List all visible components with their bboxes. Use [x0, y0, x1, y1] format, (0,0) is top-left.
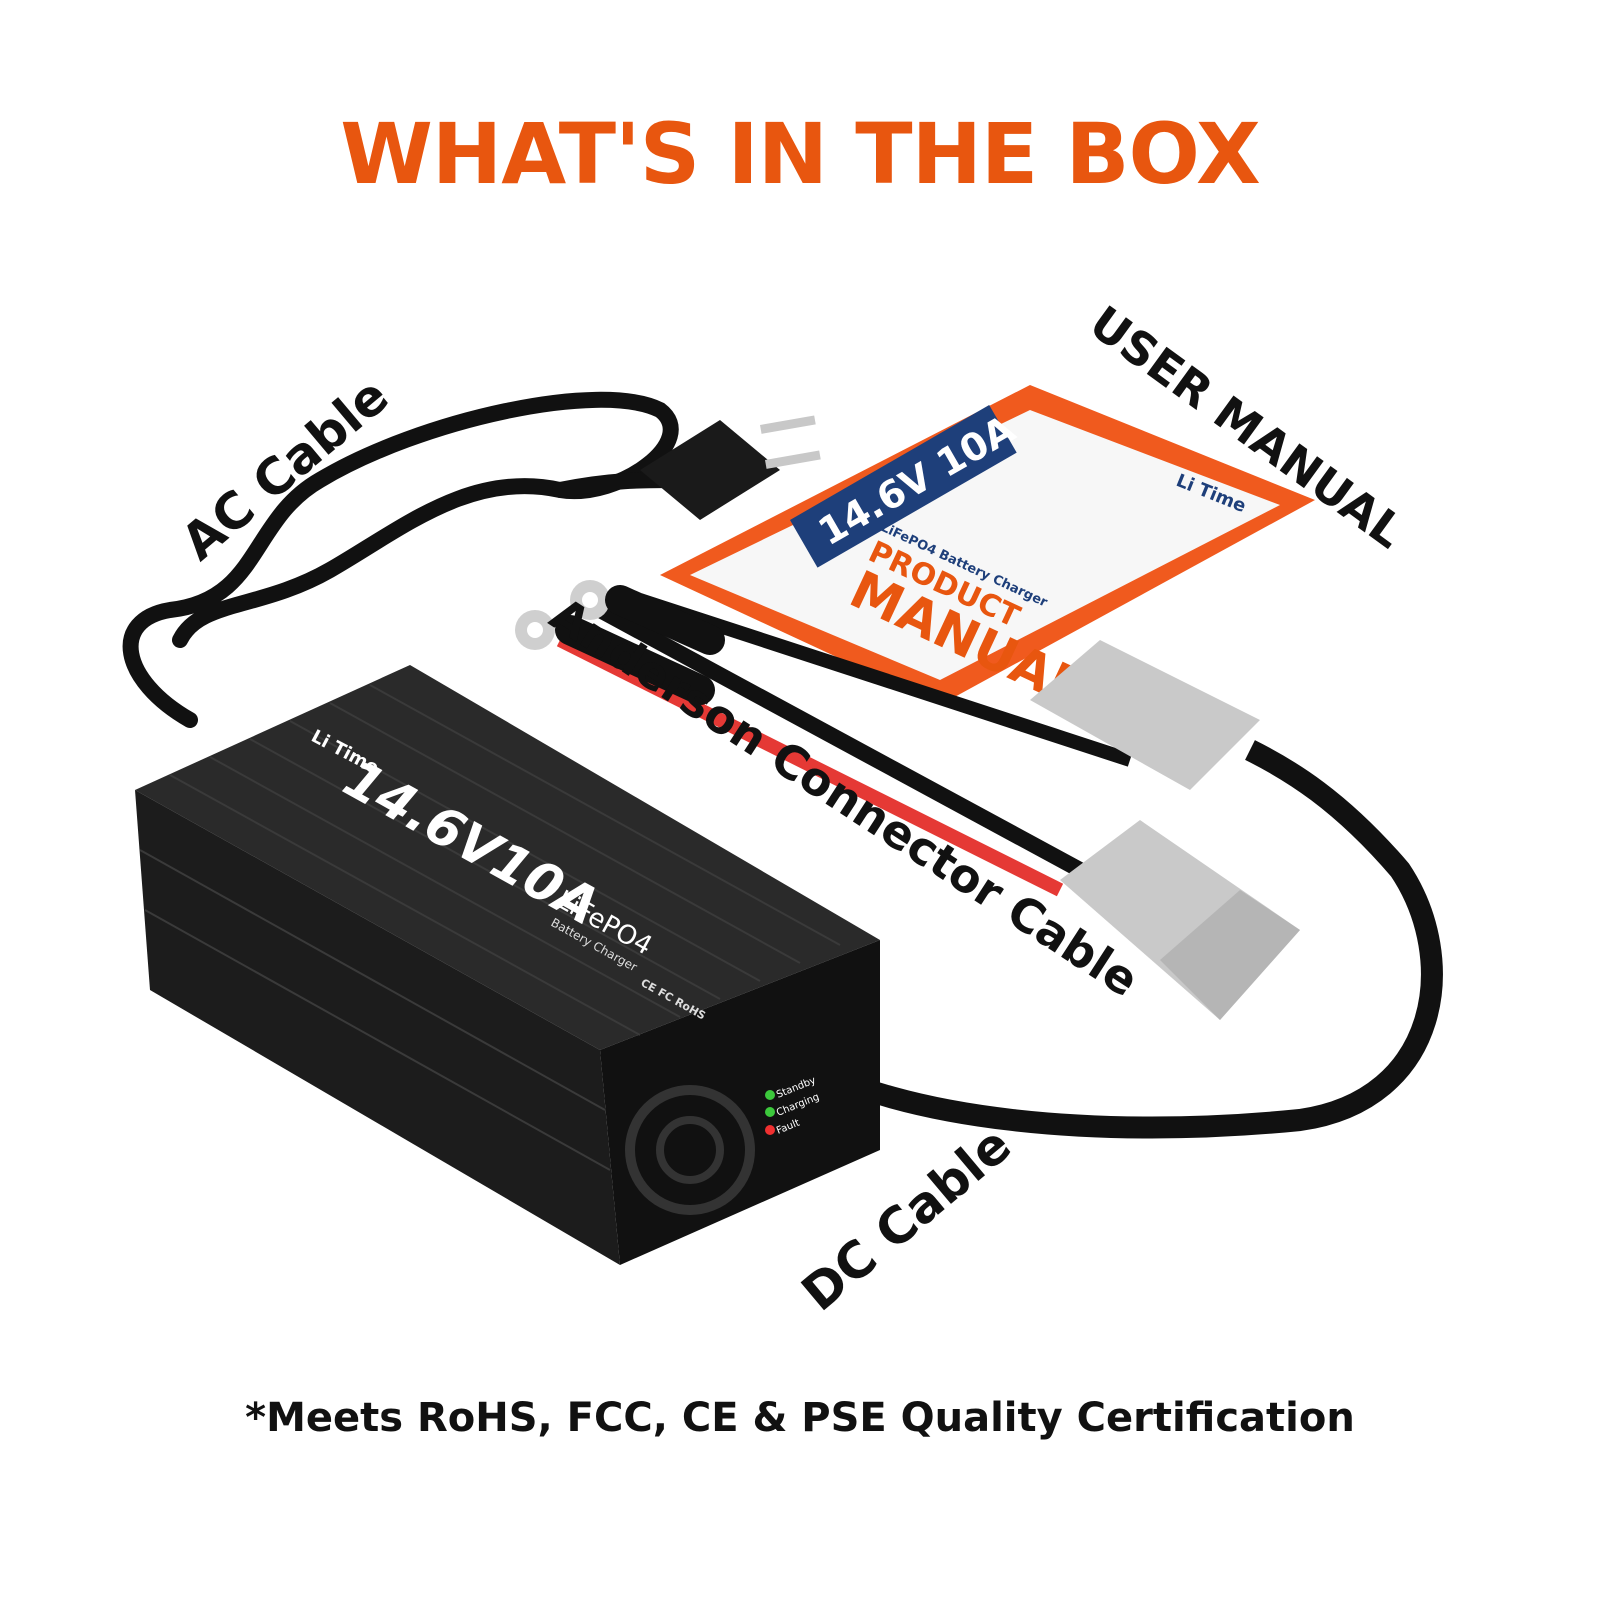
led-charging-icon [765, 1107, 775, 1117]
led-standby-icon [765, 1090, 775, 1100]
anderson-connector-icon [1030, 640, 1300, 1020]
dc-cable [794, 740, 1443, 1139]
page-title: WHAT'S IN THE BOX [340, 105, 1260, 203]
manual-spec-banner [790, 405, 1017, 568]
certification-note: *Meets RoHS, FCC, CE & PSE Quality Certi… [245, 1395, 1355, 1441]
anderson-cable [515, 580, 1133, 897]
charger: Li Time 14.6V10A LiFePO4 Battery Charger… [135, 665, 880, 1265]
led-fault-icon [765, 1125, 775, 1135]
fan-icon [625, 1085, 755, 1215]
ac-plug-icon [640, 415, 821, 520]
